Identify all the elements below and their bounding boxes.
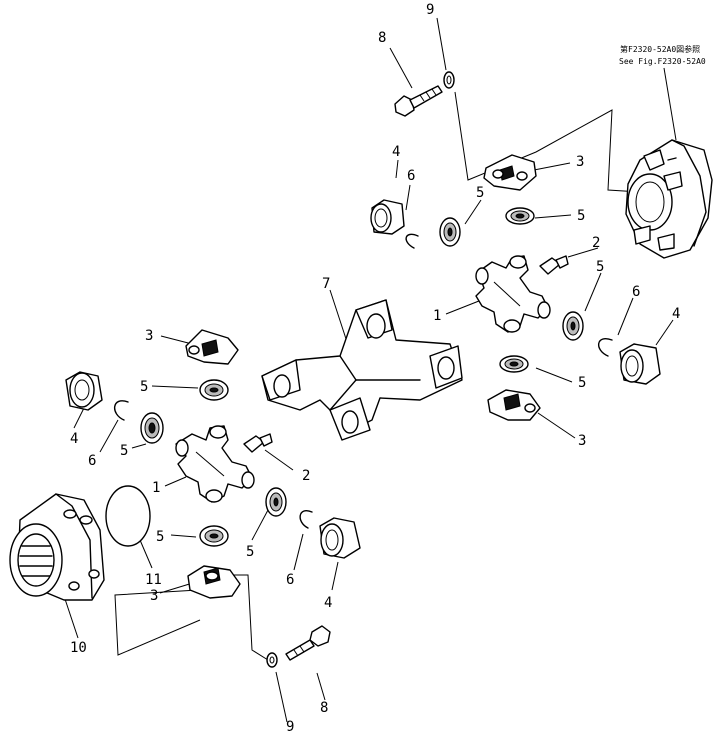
- callout-labels: 8 9 4 6 5 3 5 2 5 1 6 4 5 3 7 3 5 4 6 5 …: [70, 2, 680, 732]
- bearing-seal-upper-d: [499, 355, 529, 373]
- reference-note: 第F2320-52A0図参照 See Fig.F2320-52A0: [619, 44, 706, 66]
- lock-washer-upper: [443, 71, 455, 89]
- bearing-cup-left: [65, 371, 103, 411]
- callout-5-c: 5: [596, 259, 604, 275]
- bolt-upper: [394, 85, 443, 117]
- callout-5-h: 5: [156, 529, 164, 545]
- bearing-cap-lower-right: [487, 389, 541, 421]
- flange-yoke: [9, 493, 105, 601]
- snap-ring-upper: [405, 233, 419, 249]
- callout-5-g: 5: [246, 544, 254, 560]
- callout-1-lower: 1: [152, 480, 160, 496]
- callout-5-d: 5: [578, 375, 586, 391]
- bearing-cup-upper-left: [370, 199, 405, 235]
- callout-6-lower: 6: [286, 572, 294, 588]
- callout-5-e: 5: [140, 379, 148, 395]
- snap-ring-left: [114, 400, 129, 421]
- callout-4-left: 4: [70, 431, 78, 447]
- bearing-seal-upper-b: [505, 207, 535, 225]
- bearing-cap-upper-right: [483, 154, 537, 191]
- lock-washer-lower: [266, 652, 278, 668]
- callout-3-upper-right: 3: [576, 154, 584, 170]
- callout-4-upper: 4: [392, 144, 400, 160]
- bearing-cap-upper-left: [185, 329, 239, 365]
- bearing-seal-lower-b: [140, 412, 164, 444]
- callout-5-a: 5: [476, 185, 484, 201]
- bearing-seal-upper-c: [562, 311, 584, 341]
- callout-3-lower-left: 3: [150, 588, 158, 604]
- snap-ring-lower: [299, 510, 313, 529]
- callout-6-right: 6: [632, 284, 640, 300]
- spider-upper: [475, 255, 551, 333]
- dust-cover: [105, 485, 151, 547]
- callout-1-upper: 1: [433, 308, 441, 324]
- callout-5-b: 5: [577, 208, 585, 224]
- callout-8-upper: 8: [378, 30, 386, 46]
- grease-fitting-upper: [539, 255, 569, 275]
- callout-10: 10: [70, 640, 87, 656]
- bolt-lower: [285, 625, 331, 661]
- bearing-cup-lower: [319, 517, 361, 559]
- callout-7: 7: [322, 276, 330, 292]
- reference-note-jp: 第F2320-52A0図参照: [620, 44, 700, 54]
- bearing-seal-lower-a: [199, 379, 229, 401]
- callout-3-lower-right: 3: [578, 433, 586, 449]
- bearing-cup-right: [619, 343, 661, 385]
- snap-ring-right: [598, 338, 613, 357]
- callout-2-upper: 2: [592, 235, 600, 251]
- callout-2-lower: 2: [302, 468, 310, 484]
- callout-3-upper-left: 3: [145, 328, 153, 344]
- bearing-seal-lower-c: [265, 487, 287, 517]
- callout-9-lower: 9: [286, 719, 294, 732]
- grease-fitting-lower: [243, 433, 273, 453]
- callout-6-left: 6: [88, 453, 96, 469]
- bearing-seal-lower-d: [199, 525, 229, 547]
- center-yoke: [261, 299, 463, 441]
- callout-8-lower: 8: [320, 700, 328, 716]
- callout-11: 11: [145, 572, 162, 588]
- callout-9-upper: 9: [426, 2, 434, 18]
- spider-lower: [175, 425, 255, 503]
- bearing-seal-upper-a: [439, 217, 461, 247]
- flange-companion-reference: [625, 139, 713, 259]
- bearing-cap-lower-left: [187, 565, 241, 599]
- callout-4-lower: 4: [324, 595, 332, 611]
- callout-5-f: 5: [120, 443, 128, 459]
- reference-note-en: See Fig.F2320-52A0: [619, 57, 706, 66]
- leader-6-upper: [405, 184, 411, 211]
- callout-6-upper: 6: [407, 168, 415, 184]
- callout-4-right: 4: [672, 306, 680, 322]
